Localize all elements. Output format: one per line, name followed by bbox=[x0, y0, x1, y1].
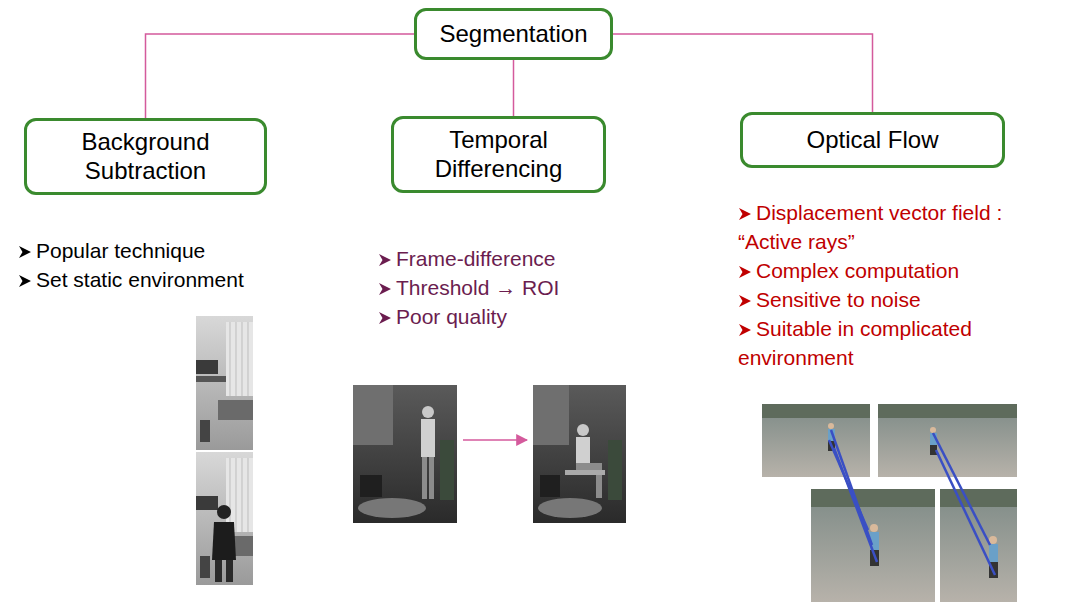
box-label: Optical Flow bbox=[806, 126, 938, 155]
sequence-arrow bbox=[463, 439, 527, 441]
bullet-text: Poor quality bbox=[396, 305, 507, 328]
bullet-item: Complex computation bbox=[738, 256, 1068, 285]
connector-line bbox=[513, 60, 515, 116]
bullet-item: Threshold → ROI bbox=[378, 273, 678, 302]
bullet-text: Suitable in complicated environment bbox=[738, 317, 972, 369]
process-box: Background Subtraction bbox=[24, 118, 267, 195]
process-box: Optical Flow bbox=[740, 112, 1005, 168]
street-photo bbox=[878, 404, 1017, 477]
bullet-text: Sensitive to noise bbox=[756, 288, 921, 311]
background-photo bbox=[196, 316, 253, 450]
box-label: Background Subtraction bbox=[38, 128, 253, 186]
foreground-photo bbox=[196, 452, 253, 585]
bullet-text: Frame-difference bbox=[396, 247, 556, 270]
bullet-item: Sensitive to noise bbox=[738, 285, 1068, 314]
box-label: Temporal Differencing bbox=[405, 126, 592, 184]
process-box: Temporal Differencing bbox=[391, 116, 606, 193]
bullet-text: Complex computation bbox=[756, 259, 959, 282]
bullet-arrow bbox=[378, 281, 392, 297]
connector-line bbox=[146, 34, 415, 118]
bullet-item: Frame-difference bbox=[378, 244, 678, 273]
bullet-arrow bbox=[378, 252, 392, 268]
street-photo bbox=[940, 489, 1017, 602]
active-rays bbox=[829, 430, 995, 575]
bullet-item: Displacement vector field : “Active rays… bbox=[738, 198, 1068, 256]
bullet-item: Poor quality bbox=[378, 302, 678, 331]
bullet-arrow bbox=[738, 206, 752, 222]
bullet-text: Popular technique bbox=[36, 239, 205, 262]
bullet-arrow bbox=[738, 293, 752, 309]
bullet-arrow bbox=[18, 244, 32, 260]
frame-photo bbox=[533, 385, 626, 523]
bullet-text: Set static environment bbox=[36, 268, 244, 291]
street-photo bbox=[811, 489, 935, 602]
bullet-arrow bbox=[738, 322, 752, 338]
bullet-item: Set static environment bbox=[18, 265, 348, 294]
bullet-item: Popular technique bbox=[18, 236, 348, 265]
frame-photo bbox=[353, 385, 457, 523]
process-box: Segmentation bbox=[414, 8, 613, 60]
bullet-arrow bbox=[738, 264, 752, 280]
bullet-arrow bbox=[18, 273, 32, 289]
connector-line bbox=[613, 34, 873, 112]
street-photo bbox=[762, 404, 870, 477]
bullet-arrow bbox=[378, 310, 392, 326]
box-label: Segmentation bbox=[439, 20, 587, 49]
bullet-item: Suitable in complicated environment bbox=[738, 314, 1068, 372]
bullet-text: Threshold → ROI bbox=[396, 276, 559, 299]
bullet-text: Displacement vector field : “Active rays… bbox=[738, 201, 1002, 253]
